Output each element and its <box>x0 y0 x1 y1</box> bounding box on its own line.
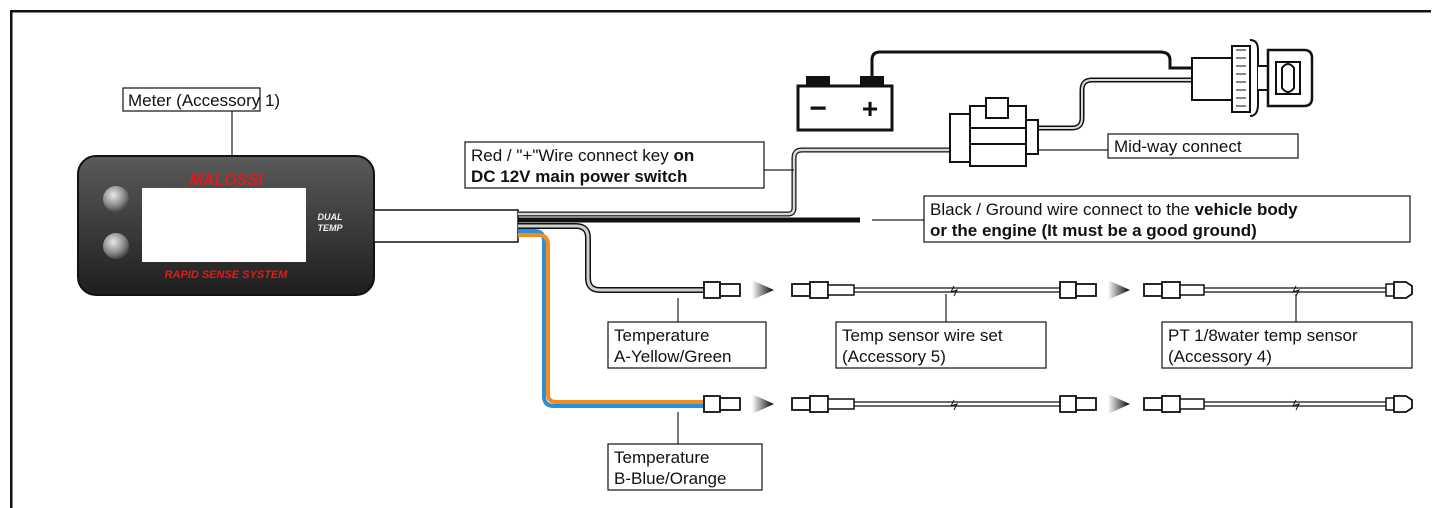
sensor-label-line1: PT 1/8water temp sensor <box>1168 326 1358 345</box>
meter-model-line1: DUAL <box>318 212 343 222</box>
row-a-chain <box>703 280 1413 300</box>
wire-set-label-box <box>835 321 1047 369</box>
temp-b-wire-orange <box>518 233 704 404</box>
red-wire-label-box <box>464 141 765 189</box>
meter-footer: RAPID SENSE SYSTEM <box>165 269 289 281</box>
black-wire-label-box <box>923 195 1411 243</box>
main-cable-sheath <box>373 209 519 243</box>
battery-key-wire <box>870 50 1172 76</box>
battery: − + <box>796 76 894 132</box>
key-switch <box>1191 39 1314 117</box>
battery-plus-icon: + <box>862 93 878 124</box>
meter-label-box <box>122 87 261 112</box>
meter-model-line2: TEMP <box>317 223 343 233</box>
temp-b-label-line2: B-Blue/Orange <box>614 469 726 488</box>
key-midway-wire <box>1030 79 1192 129</box>
wire-set-label-line1: Temp sensor wire set <box>842 326 1003 345</box>
meter-device: MALOSSI DUAL TEMP RAPID SENSE SYSTEM <box>77 155 375 296</box>
battery-minus-icon: − <box>809 92 827 125</box>
temp-a-label-box <box>607 321 767 369</box>
wiring-diagram: MALOSSI DUAL TEMP RAPID SENSE SYSTEM Met… <box>10 10 1431 508</box>
key-midway-wire-outline <box>1030 77 1192 131</box>
row-b-chain <box>703 394 1413 414</box>
red-wire-label-line2: DC 12V main power switch <box>471 167 687 186</box>
black-wire-label-line2: or the engine (It must be a good ground) <box>930 221 1257 240</box>
midway-connector <box>949 97 1039 167</box>
arrow-icon <box>752 280 774 300</box>
midway-label-box <box>1107 133 1299 159</box>
key-head <box>1266 48 1314 108</box>
meter-brand: MALOSSI <box>190 172 263 189</box>
temp-a-label-line1: Temperature <box>614 326 709 345</box>
temp-b-wire-blue <box>518 229 704 408</box>
meter-label: Meter (Accessory 1) <box>128 91 280 110</box>
wire-set-label-line2: (Accessory 5) <box>842 347 946 366</box>
midway-label: Mid-way connect <box>1114 137 1242 156</box>
meter-button-top <box>103 186 129 212</box>
arrow-icon <box>1108 280 1130 300</box>
temp-b-label-line1: Temperature <box>614 448 709 467</box>
battery-key-wire-end <box>1168 60 1192 70</box>
arrow-icon <box>752 394 774 414</box>
black-wire-label-line1: Black / Ground wire connect to the vehic… <box>930 200 1298 219</box>
sensor-label-line2: (Accessory 4) <box>1168 347 1272 366</box>
sensor-thread <box>1393 395 1413 413</box>
arrow-icon <box>1108 394 1130 414</box>
temp-b-label-box <box>607 443 763 491</box>
red-wire-label-line1: Red / "+"Wire connect key on <box>471 146 694 165</box>
sensor-thread <box>1393 281 1413 299</box>
temp-a-wire <box>518 224 704 292</box>
sensor-label-box <box>1161 321 1413 369</box>
power-wire <box>518 148 950 216</box>
temp-a-label-line2: A-Yellow/Green <box>614 347 732 366</box>
meter-display <box>142 188 306 262</box>
meter-button-bottom <box>103 233 129 259</box>
